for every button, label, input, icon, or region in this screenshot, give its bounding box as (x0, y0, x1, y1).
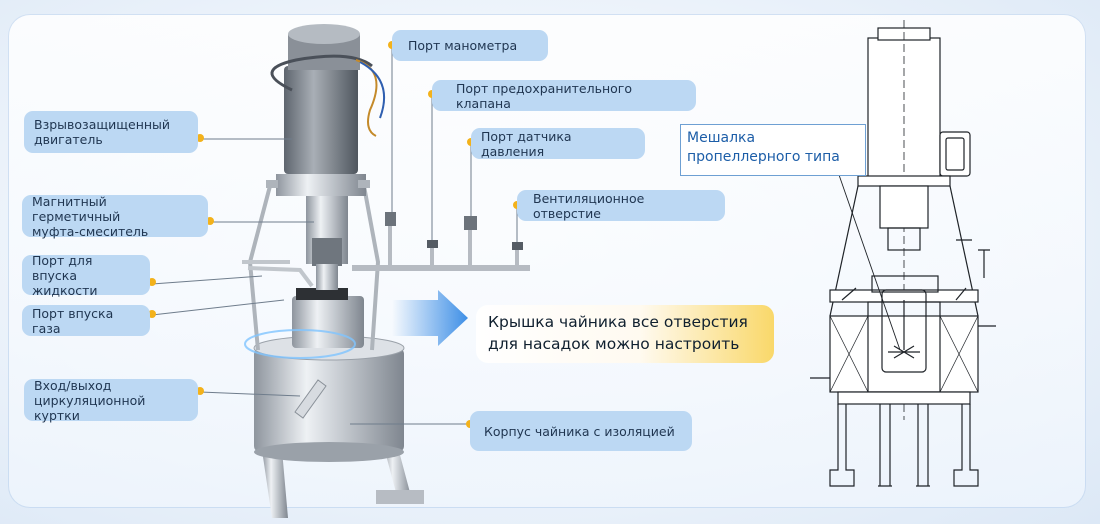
callout-line2: для насадок можно настроить (488, 335, 740, 353)
label-magnetic-coupling: Магнитный герметичный муфта-смеситель (22, 193, 208, 239)
label-pressure-sensor-port: Порт датчика давления (471, 128, 645, 159)
label-vent-text: Вентиляционное отверстие (533, 190, 645, 221)
dot-liquid-inlet (148, 278, 156, 286)
label-liquid-line2: жидкости (32, 282, 98, 298)
label-explosion-proof-motor: Взрывозащищенный двигатель (24, 111, 198, 153)
leader-lines (151, 46, 518, 425)
dot-gas-inlet (148, 310, 156, 318)
label-vent: Вентиляционное отверстие (517, 190, 725, 221)
callout-arrow (392, 290, 468, 346)
label-pressure-sensor-port-text: Порт датчика давления (481, 128, 572, 159)
label-kettle-body: Корпус чайника с изоляцией (470, 411, 692, 451)
label-manometer-port-text: Порт манометра (408, 38, 518, 53)
mixer-line1: Мешалка (687, 130, 756, 146)
label-liquid-line1: Порт для впуска (32, 252, 93, 283)
label-jacket: Вход/выход циркуляционной куртки (24, 377, 198, 423)
label-liquid-inlet: Порт для впуска жидкости (22, 252, 150, 298)
mixer-annotation: Мешалка пропеллерного типа (680, 124, 866, 176)
lid-ports-callout: Крышка чайника все отверстия для насадок… (476, 305, 774, 363)
label-safety-valve-port: Порт предохранительного клапана (432, 80, 696, 111)
label-gas-inlet: Порт впуска газа (22, 305, 150, 336)
label-gas-inlet-text: Порт впуска газа (32, 305, 114, 336)
dot-motor (196, 134, 204, 142)
label-jacket-line1: Вход/выход (34, 377, 112, 393)
label-safety-valve-port-text: Порт предохранительного клапана (456, 80, 632, 111)
label-coupling-line1: Магнитный герметичный (32, 193, 121, 224)
reactor-illustration (242, 24, 530, 518)
mixer-line2: пропеллерного типа (687, 149, 840, 165)
technical-drawing (810, 20, 996, 487)
label-jacket-line2: циркуляционной куртки (34, 392, 146, 423)
label-kettle-body-text: Корпус чайника с изоляцией (484, 423, 675, 439)
label-coupling-line2: муфта-смеситель (32, 223, 149, 239)
label-motor-line1: Взрывозащищенный (34, 117, 171, 132)
label-motor-line2: двигатель (34, 132, 103, 147)
dot-jacket (196, 387, 204, 395)
label-manometer-port: Порт манометра (392, 30, 548, 61)
callout-line1: Крышка чайника все отверстия (488, 313, 748, 331)
dot-coupling (206, 217, 214, 225)
